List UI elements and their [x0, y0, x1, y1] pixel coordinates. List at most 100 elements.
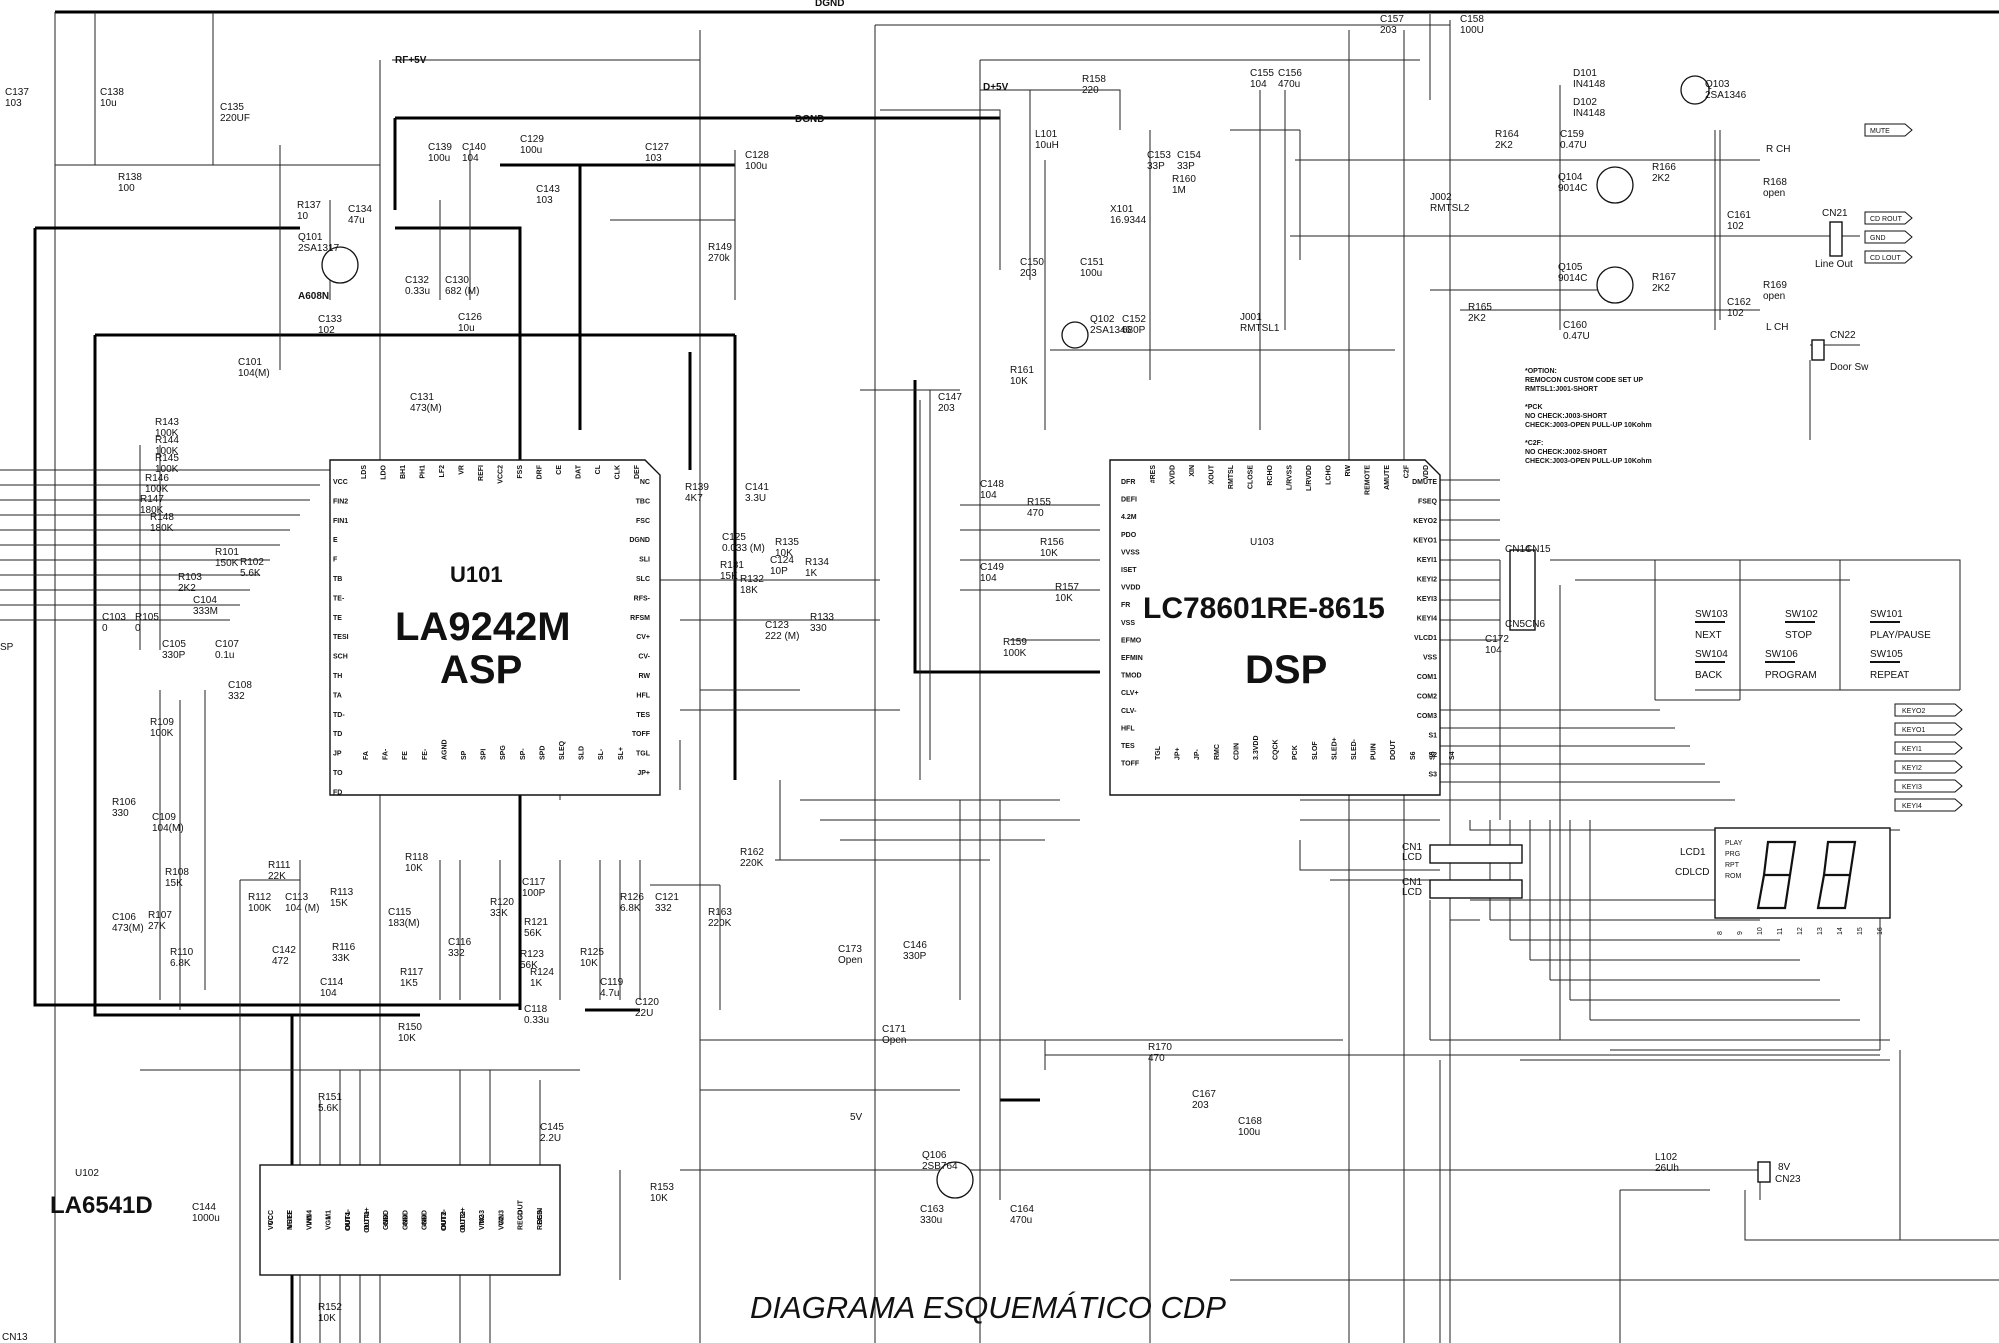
sp-label: SP	[0, 642, 14, 653]
u102-pin-top-12: VIN3	[498, 1210, 505, 1226]
u102-pin-top-1: VREF	[287, 1209, 294, 1228]
component-c162-ref: C162	[1727, 297, 1751, 308]
component-c130-value: 682 (M)	[445, 286, 479, 297]
component-r160-ref: R160	[1172, 174, 1196, 185]
component-c173-value: Open	[838, 955, 862, 966]
lcd1-label: LCD1	[1680, 847, 1706, 858]
component-r139-ref: R139	[685, 482, 709, 493]
u102-pin-bottom-8: GND	[422, 1214, 429, 1230]
u101-body	[329, 459, 661, 796]
component-c160-ref: C160	[1563, 320, 1587, 331]
u102-pin-top-4: OUT4-	[345, 1209, 352, 1231]
u101-pin-left-3: E	[333, 537, 338, 544]
u103-pin-right-12: COM3	[1417, 713, 1437, 720]
component-r107-ref: R107	[148, 910, 172, 921]
component-r103-ref: R103	[178, 572, 202, 583]
component-r109-value: 100K	[150, 728, 174, 739]
u101-pin-right-7: RFSM	[630, 615, 650, 622]
q102-transistor-icon	[1061, 321, 1089, 349]
u103-ref: U103	[1250, 537, 1274, 548]
component-r113-ref: R113	[330, 887, 354, 898]
option-note-line-6: CHECK:J003-OPEN PULL-UP 10Kohm	[1525, 422, 1652, 429]
u103-pin-right-13: S1	[1428, 733, 1437, 740]
component-r118-value: 10K	[405, 863, 423, 874]
component-j001-value: RMTSL1	[1240, 323, 1280, 334]
net-5v: 5V	[850, 1112, 863, 1123]
u103-pin-top-11: REMOTE	[1365, 465, 1372, 495]
u102-pin-bottom-7: GND	[402, 1214, 409, 1230]
component-c116-value: 332	[448, 948, 465, 959]
component-c146-value: 330P	[903, 951, 927, 962]
u103-pin-bottom-6: CQCK	[1273, 739, 1280, 760]
component-c119-value: 4.7u	[600, 988, 619, 999]
component-r157-value: 10K	[1055, 593, 1073, 604]
u103-pin-left-6: VVDD	[1121, 585, 1140, 592]
component-c125-value: 0.033 (M)	[722, 543, 765, 554]
q104-transistor-icon	[1596, 166, 1634, 204]
u103-pin-bottom-13: S6	[1410, 751, 1417, 760]
key-tag-shape-0	[1894, 703, 1963, 717]
u101-pin-left-9: SCH	[333, 654, 348, 661]
cn22-label: CN22	[1830, 330, 1856, 341]
component-c134-value: 47u	[348, 215, 365, 226]
component-c126-value: 10u	[458, 323, 475, 334]
component-r152-value: 10K	[318, 1313, 336, 1324]
u103-pin-right-10: COM1	[1417, 674, 1437, 681]
option-note-line-8: *C2F:	[1525, 440, 1543, 447]
u101-pin-left-12: TD-	[333, 712, 345, 719]
u102-pin-bottom-6: GND	[383, 1214, 390, 1230]
component-r112-ref: R112	[248, 892, 272, 903]
component-c106-value: 473(M)	[112, 923, 144, 934]
out-tag-3: CD LOUT	[1870, 255, 1901, 262]
option-note-line-5: NO CHECK:J003-SHORT	[1525, 413, 1608, 420]
u103-pin-bottom-7: PCK	[1292, 745, 1299, 760]
component-c159-ref: C159	[1560, 129, 1584, 140]
component-c139-value: 100u	[428, 153, 450, 164]
component-c148-value: 104	[980, 490, 997, 501]
key-tag-shape-3	[1894, 760, 1963, 774]
component-r168-value: open	[1763, 188, 1785, 199]
u101-part-number: LA9242M	[395, 605, 571, 649]
component-c140-ref: C140	[462, 142, 486, 153]
key-tag-keyi4: KEYI4	[1902, 803, 1922, 810]
component-r145-value: 100K	[155, 464, 179, 475]
u102-pin-top-8: GND	[422, 1210, 429, 1226]
component-c114-ref: C114	[320, 977, 344, 988]
u102-pin-bottom-3: VG1	[326, 1216, 333, 1230]
component-r144-value: 100K	[155, 446, 179, 457]
component-r134-value: 1K	[805, 568, 818, 579]
u103-pin-right-8: VLCD1	[1414, 635, 1437, 642]
component-r151-value: 5.6K	[318, 1103, 339, 1114]
u103-pin-bottom-12: DOUT	[1390, 739, 1397, 760]
u103-pin-bottom-0: TGL	[1155, 745, 1162, 760]
lcd-pin-13: 13	[1817, 927, 1824, 935]
component-r169-value: open	[1763, 291, 1785, 302]
key-tag-keyo2: KEYO2	[1902, 708, 1925, 715]
component-d102-value: IN4148	[1573, 108, 1606, 119]
option-note-line-2: RMTSL1:J001-SHORT	[1525, 386, 1598, 393]
u101-pin-bottom-13: SL+	[618, 747, 625, 760]
switch-sw106-ref: SW106	[1765, 649, 1798, 660]
u101-pin-left-6: TE-	[333, 595, 345, 602]
component-c145-ref: C145	[540, 1122, 564, 1133]
component-r170-ref: R170	[1148, 1042, 1172, 1053]
component-r145-ref: R145	[155, 453, 179, 464]
net-dgnd-top: DGND	[815, 0, 844, 9]
cn23-connector	[1757, 1161, 1771, 1183]
component-j002-value: RMTSL2	[1430, 203, 1470, 214]
u102-pin-top-9: OUT3-	[441, 1209, 448, 1231]
component-c141-ref: C141	[745, 482, 769, 493]
component-c121-value: 332	[655, 903, 672, 914]
component-c115-ref: C115	[388, 907, 412, 918]
component-c123-value: 222 (M)	[765, 631, 799, 642]
u102-pin-bottom-11: VIN2	[479, 1214, 486, 1230]
component-r105-ref: R105	[135, 612, 159, 623]
component-r161-value: 10K	[1010, 376, 1028, 387]
component-c101-value: 104(M)	[238, 368, 270, 379]
switch-sw103-label: NEXT	[1695, 630, 1722, 641]
component-c150-value: 203	[1020, 268, 1037, 279]
u102-pin-bottom-14: REGIN	[537, 1208, 544, 1230]
